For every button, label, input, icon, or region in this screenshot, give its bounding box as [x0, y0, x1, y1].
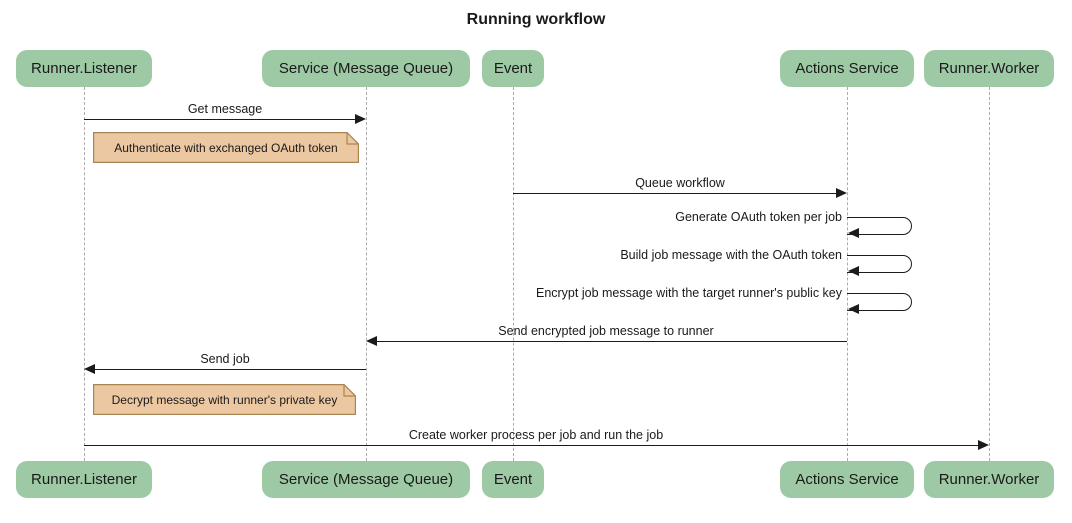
actor-label: Event [493, 471, 533, 488]
note-authenticate-oauth: Authenticate with exchanged OAuth token [93, 132, 359, 163]
self-message-loop [847, 255, 912, 273]
actor-label: Actions Service [795, 471, 899, 488]
actor-label: Runner.Worker [938, 60, 1040, 77]
arrowhead-left-icon [84, 364, 95, 374]
arrowhead-right-icon [355, 114, 366, 124]
lifeline-actions-service [846, 87, 848, 461]
message-label-get-message: Get message [187, 102, 263, 116]
actor-label: Runner.Listener [31, 471, 137, 488]
message-label-send-job: Send job [200, 352, 250, 366]
message-line-send-job [90, 369, 366, 370]
message-line-get-message [84, 119, 356, 120]
actor-label: Runner.Listener [31, 60, 137, 77]
message-label-build-job-message: Build job message with the OAuth token [620, 248, 842, 262]
note-decrypt-message: Decrypt message with runner's private ke… [93, 384, 356, 415]
actor-label: Runner.Worker [938, 471, 1040, 488]
note-shape [93, 132, 359, 163]
lifeline-runner-worker [988, 87, 990, 461]
actor-top-actions-service: Actions Service [780, 50, 914, 87]
message-label-send-encrypted-job: Send encrypted job message to runner [498, 324, 714, 338]
actor-top-runner-worker: Runner.Worker [924, 50, 1054, 87]
arrowhead-right-icon [978, 440, 989, 450]
actor-bottom-event: Event [482, 461, 544, 498]
diagram-title: Running workflow [466, 11, 606, 28]
arrowhead-left-icon [848, 266, 859, 276]
actor-top-service-message-queue: Service (Message Queue) [262, 50, 470, 87]
actor-top-runner-listener: Runner.Listener [16, 50, 152, 87]
actor-label: Event [493, 60, 533, 77]
message-label-create-worker-process: Create worker process per job and run th… [408, 428, 664, 442]
message-label-queue-workflow: Queue workflow [635, 176, 725, 190]
message-label-encrypt-job-message: Encrypt job message with the target runn… [535, 286, 842, 300]
message-line-create-worker-process [84, 445, 983, 446]
message-line-send-encrypted-job [372, 341, 847, 342]
lifeline-service-message-queue [365, 87, 367, 461]
actor-top-event: Event [482, 50, 544, 87]
arrowhead-left-icon [848, 228, 859, 238]
actor-label: Service (Message Queue) [278, 60, 454, 77]
message-line-queue-workflow [513, 193, 837, 194]
arrowhead-left-icon [366, 336, 377, 346]
actor-label: Service (Message Queue) [278, 471, 454, 488]
lifeline-event [512, 87, 514, 461]
note-shape [93, 384, 356, 415]
actor-bottom-runner-listener: Runner.Listener [16, 461, 152, 498]
arrowhead-left-icon [848, 304, 859, 314]
arrowhead-right-icon [836, 188, 847, 198]
actor-bottom-runner-worker: Runner.Worker [924, 461, 1054, 498]
message-label-generate-oauth-token: Generate OAuth token per job [675, 210, 842, 224]
actor-bottom-actions-service: Actions Service [780, 461, 914, 498]
note-text: Decrypt message with runner's private ke… [111, 392, 338, 407]
actor-bottom-service-message-queue: Service (Message Queue) [262, 461, 470, 498]
note-text: Authenticate with exchanged OAuth token [114, 140, 338, 155]
self-message-loop [847, 293, 912, 311]
self-message-loop [847, 217, 912, 235]
actor-label: Actions Service [795, 60, 899, 77]
lifeline-runner-listener [83, 87, 85, 461]
